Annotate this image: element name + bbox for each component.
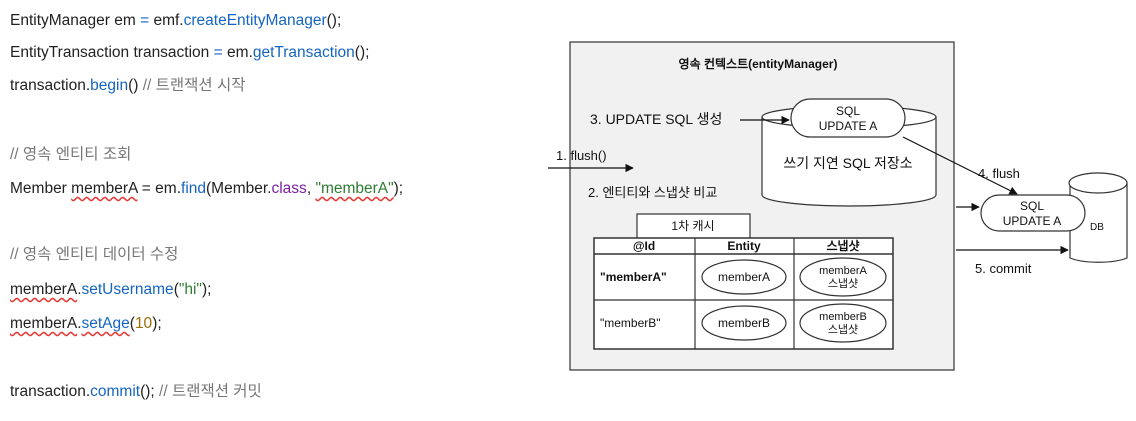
step2-label: 2. 엔티티와 스냅샷 비교 [588,185,717,200]
code-comment: // 트랜잭션 커밋 [159,383,262,400]
header-entity: Entity [727,239,761,253]
code-token: = [140,12,150,29]
code-token: ( [173,281,179,298]
row-a-snapshot-line2: 스냅샷 [828,277,858,290]
db-label: DB [1090,222,1104,233]
code-number: 10 [134,315,153,332]
row-a-entity-ellipse [701,259,787,295]
code-token: setAge [81,315,130,332]
db-cylinder [1068,172,1128,263]
sql-box-line1: SQL [836,104,860,118]
code-token: setUsername [81,281,174,298]
code-token: class [271,180,307,197]
code-token: (); [354,44,370,61]
code-token: (Member. [206,180,272,197]
row-b-snapshot-line1: memberB [819,311,867,323]
code-token: createEntityManager [183,12,327,29]
row-a-id: "memberA" [600,270,667,284]
code-comment: // 영속 엔티티 조회 [10,146,132,163]
step4-label: 4. flush [978,166,1020,181]
code-string: "memberA" [315,180,394,197]
code-token: commit [90,383,141,400]
first-level-cache-label: 1차 캐시 [671,219,714,233]
db-sql-line2: UPDATE A [1003,214,1061,228]
code-line-5: Member memberA = em.find(Member.class, "… [10,179,403,199]
step5-label: 5. commit [975,261,1032,276]
code-token: Member [10,180,72,197]
code-token: getTransaction [252,44,355,61]
code-line-2: EntityTransaction transaction = em.getTr… [10,43,369,63]
first-level-cache-label-box [636,213,751,240]
code-token: transaction. [10,77,91,94]
row-b-entity: memberB [718,316,770,330]
row-a-snapshot-ellipse [799,257,887,297]
code-token: EntityManager em [10,12,141,29]
header-id: @Id [633,239,655,253]
code-token: transaction. [10,383,91,400]
code-line-6: // 영속 엔티티 데이터 수정 [10,245,178,265]
code-token: memberA [10,315,78,332]
code-line-3: transaction.begin() // 트랜잭션 시작 [10,76,246,96]
sql-box-line2: UPDATE A [819,119,877,133]
code-token: emf. [149,12,184,29]
row-b-id: "memberB" [600,316,661,330]
row-a-snapshot-line1: memberA [819,265,867,277]
step3-label: 3. UPDATE SQL 생성 [590,111,722,127]
code-token: em. [222,44,253,61]
code-token: memberA [10,281,78,298]
code-token: (); [326,12,342,29]
code-token: ); [393,180,404,197]
code-token: = [213,44,223,61]
step4-arrow [902,136,1018,195]
code-line-7: memberA.setUsername("hi"); [10,280,211,300]
sql-update-box [790,98,906,138]
code-token: ); [152,315,162,332]
code-string: "hi" [178,281,202,298]
row-b-snapshot-ellipse [799,303,887,343]
header-snapshot: 스냅샷 [826,238,859,253]
code-token: ( [129,315,135,332]
code-token: ); [201,281,212,298]
db-sql-update-box [980,194,1086,232]
code-token: find [181,180,207,197]
code-token: . [77,315,82,332]
code-token: EntityTransaction transaction [10,44,214,61]
code-comment: // 영속 엔티티 데이터 수정 [10,246,179,263]
row-b-entity-ellipse [701,305,787,341]
code-token: = em. [137,180,182,197]
code-line-9: transaction.commit(); // 트랜잭션 커밋 [10,382,262,402]
code-line-4: // 영속 엔티티 조회 [10,145,131,165]
code-line-8: memberA.setAge(10); [10,314,162,334]
row-b-snapshot-line2: 스냅샷 [828,323,858,336]
code-token: begin [90,77,129,94]
db-sql-line1: SQL [1020,199,1044,213]
row-a-entity: memberA [718,270,770,284]
code-token: (); [140,383,160,400]
code-token: memberA [71,180,138,197]
context-title: 영속 컨텍스트(entityManager) [679,56,838,71]
code-line-1: EntityManager em = emf.createEntityManag… [10,11,341,31]
sql-store-label: 쓰기 지연 SQL 저장소 [783,155,912,171]
code-token: , [306,180,316,197]
code-token: . [77,281,82,298]
step1-label: 1. flush() [556,148,607,163]
code-comment: // 트랜잭션 시작 [142,77,246,94]
code-token: () [128,77,143,94]
